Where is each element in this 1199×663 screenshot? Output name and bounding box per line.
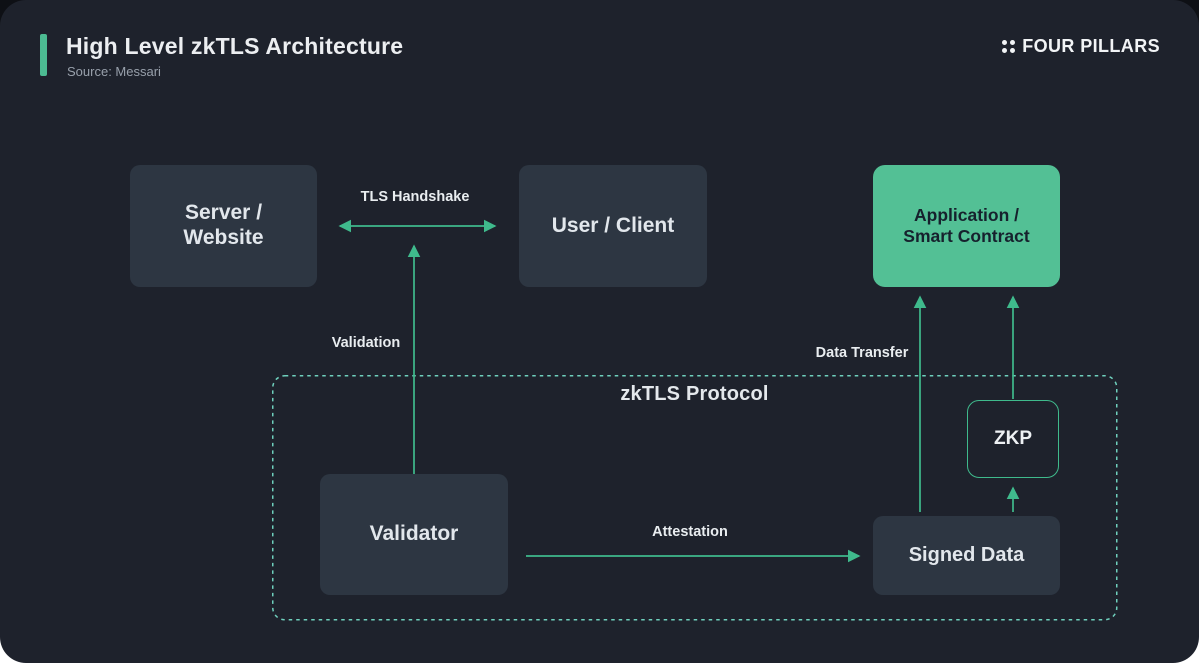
node-label: Validator (369, 522, 459, 546)
node-label-line: Smart Contract (903, 226, 1030, 246)
node-label: ZKP (994, 427, 1032, 449)
node-validator: Validator (320, 474, 508, 595)
title-accent-bar (40, 34, 47, 76)
node-user-client: User / Client (519, 165, 707, 287)
node-application-smart-contract: Application / Smart Contract (873, 165, 1060, 287)
edge-label-tls-handshake: TLS Handshake (360, 189, 470, 205)
node-signed-data: Signed Data (873, 516, 1060, 595)
edge-label-attestation: Attestation (652, 524, 728, 540)
node-zkp: ZKP (967, 400, 1059, 478)
node-label-line: Server / (184, 201, 263, 225)
brand-logo: FOUR PILLARS (1002, 36, 1160, 57)
zktls-protocol-border (272, 375, 1118, 621)
node-label-line: Application / (914, 205, 1019, 226)
node-label: User / Client (551, 213, 675, 237)
edge-label-data-transfer: Data Transfer (815, 345, 909, 361)
node-label-line: Website (183, 226, 264, 249)
edge-label-validation: Validation (331, 335, 401, 351)
source-caption: Source: Messari (67, 64, 161, 79)
page-title: High Level zkTLS Architecture (66, 33, 404, 59)
brand-name: FOUR PILLARS (1022, 36, 1160, 56)
node-server-website: Server / Website (130, 165, 317, 287)
zktls-protocol-group-label: zkTLS Protocol (620, 383, 769, 405)
four-dots-icon (1002, 40, 1016, 53)
node-label: Signed Data (908, 543, 1025, 566)
